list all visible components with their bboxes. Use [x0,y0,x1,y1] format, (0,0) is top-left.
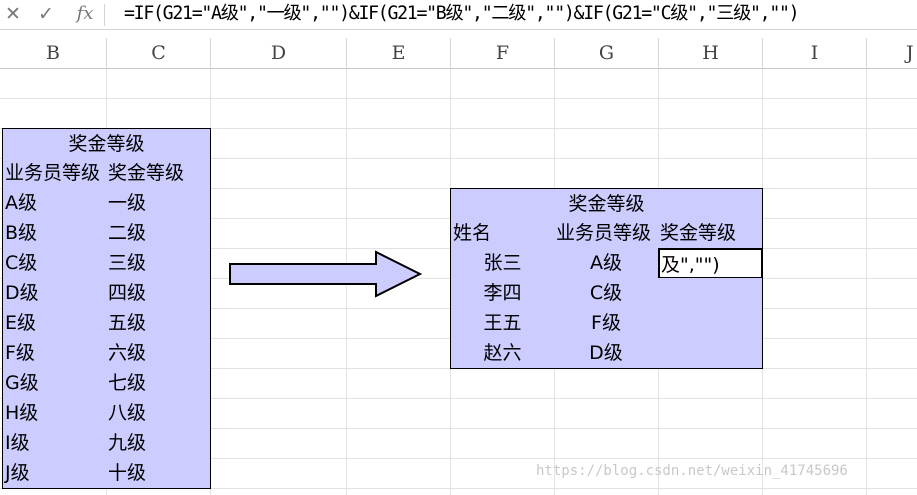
gridline [866,69,867,495]
table-cell[interactable]: 六级 [106,338,211,369]
right-arrow-icon[interactable] [228,250,424,298]
gridline [0,398,917,399]
column-header-h[interactable]: H [702,42,719,64]
gridline [0,488,917,489]
column-divider[interactable] [106,38,107,69]
column-divider[interactable] [866,38,867,69]
insert-function-icon[interactable]: fx [76,3,94,24]
left-header-bonus[interactable]: 奖金等级 [106,158,211,189]
column-header-row: B C D E F G H I J [0,38,917,69]
table-cell[interactable]: G级 [2,368,107,399]
right-header-name[interactable]: 姓名 [450,218,555,249]
column-header-f[interactable]: F [495,42,510,64]
table-cell[interactable]: A级 [554,248,659,279]
table-cell[interactable]: 王五 [450,308,555,339]
table-cell[interactable]: F级 [554,308,659,339]
gridline [0,428,917,429]
column-header-c[interactable]: C [151,42,166,64]
column-divider[interactable] [762,38,763,69]
right-table-title[interactable]: 奖金等级 [450,188,763,219]
table-cell[interactable]: E级 [2,308,107,339]
enter-icon[interactable]: ✓ [38,3,54,25]
watermark: https://blog.csdn.net/weixin_41745696 [536,463,848,479]
table-cell[interactable]: 赵六 [450,338,555,369]
column-divider[interactable] [554,38,555,69]
column-divider[interactable] [346,38,347,69]
table-cell[interactable] [658,308,763,339]
table-cell[interactable]: 张三 [450,248,555,279]
cancel-icon[interactable]: ✕ [5,3,21,25]
table-cell[interactable]: 三级 [106,248,211,279]
column-header-g[interactable]: G [598,42,615,64]
gridline [0,158,917,159]
table-cell[interactable]: H级 [2,398,107,429]
active-cell-editor[interactable]: 及","") [658,248,763,279]
table-cell[interactable]: 二级 [106,218,211,249]
table-cell[interactable]: 九级 [106,428,211,459]
table-cell[interactable]: C级 [554,278,659,309]
table-cell[interactable]: 一级 [106,188,211,219]
column-divider[interactable] [450,38,451,69]
formula-bar-divider [104,4,105,26]
table-cell[interactable]: D级 [2,278,107,309]
table-cell[interactable]: 五级 [106,308,211,339]
left-table-title[interactable]: 奖金等级 [2,128,211,159]
table-cell[interactable]: B级 [2,218,107,249]
table-cell[interactable]: 四级 [106,278,211,309]
formula-input[interactable]: =IF(G21="A级","一级","")&IF(G21="B级","二级","… [124,3,800,24]
table-cell[interactable]: F级 [2,338,107,369]
gridline [0,458,917,459]
table-cell[interactable]: 李四 [450,278,555,309]
table-cell[interactable]: 十级 [106,458,211,489]
column-header-e[interactable]: E [391,42,406,64]
formula-bar: ✕ ✓ fx =IF(G21="A级","一级","")&IF(G21="B级"… [0,0,917,30]
column-header-j[interactable]: J [906,42,914,64]
table-cell[interactable]: A级 [2,188,107,219]
table-cell[interactable]: D级 [554,338,659,369]
right-header-bonus[interactable]: 奖金等级 [658,218,763,249]
column-divider[interactable] [210,38,211,69]
column-header-d[interactable]: D [270,42,287,64]
column-header-i[interactable]: I [810,42,819,64]
table-cell[interactable]: I级 [2,428,107,459]
table-cell[interactable]: 七级 [106,368,211,399]
table-cell[interactable] [658,278,763,309]
gridline [0,128,917,129]
table-cell[interactable] [658,338,763,369]
table-cell[interactable]: C级 [2,248,107,279]
right-header-level[interactable]: 业务员等级 [554,218,659,249]
gridline [0,98,917,99]
column-header-b[interactable]: B [46,42,60,64]
table-cell[interactable]: 八级 [106,398,211,429]
left-header-level[interactable]: 业务员等级 [2,158,107,189]
table-cell[interactable]: J级 [2,458,107,489]
column-divider[interactable] [658,38,659,69]
